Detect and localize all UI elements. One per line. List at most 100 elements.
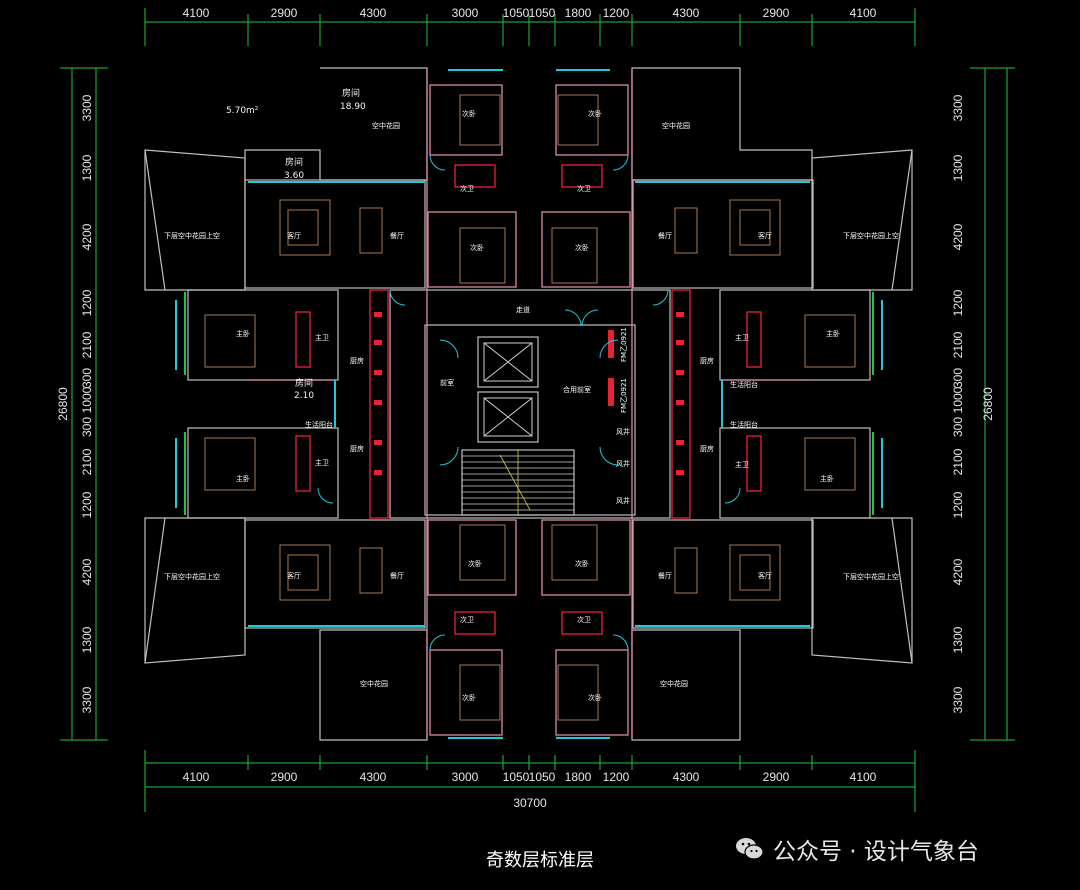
room-labels: 5.70m² 房间 18.90 房间 3.60 房间 2.10 空中花园 空中花… — [164, 87, 899, 702]
dim-left-3: 4200 — [80, 223, 94, 250]
label-master-bed-ml: 主卧 — [236, 329, 250, 338]
red-fixture-details — [374, 312, 684, 475]
label-master-bed-bl: 主卧 — [236, 474, 250, 483]
green-window-marks — [184, 292, 874, 515]
label-front-room: 前室 — [440, 378, 454, 387]
label-laundry-l: 生活阳台 — [305, 420, 333, 429]
dim-top-1: 4100 — [183, 6, 210, 20]
label-master-bath-bl: 主卫 — [315, 458, 329, 467]
watermark-text: 公众号 · 设计气象台 — [773, 839, 979, 865]
dim-left-1: 3300 — [80, 94, 94, 121]
room-c-name: 房间 — [295, 377, 313, 389]
dim-right-11: 4200 — [951, 558, 965, 585]
dim-bottom-10: 2900 — [763, 770, 790, 784]
dim-right-13: 3300 — [951, 686, 965, 713]
dim-top-4: 3000 — [452, 6, 479, 20]
dim-right-8: 300 — [951, 417, 965, 437]
elevator-marks — [483, 342, 533, 437]
label-living-br: 客厅 — [758, 571, 772, 580]
dim-left-2: 1300 — [80, 154, 94, 181]
label-void-bl: 下层空中花园上空 — [164, 572, 220, 581]
label-shaft-3: 风井 — [616, 496, 630, 505]
dim-left-11: 4200 — [80, 558, 94, 585]
dim-text-top: 4100 2900 4300 3000 1050 1050 1800 1200 … — [183, 6, 877, 20]
area-label-top-left: 5.70m² — [226, 106, 259, 116]
dim-right-9: 2100 — [951, 448, 965, 475]
room-c-area: 2.10 — [294, 391, 314, 401]
label-sky-garden-br: 空中花园 — [660, 679, 688, 688]
dim-bottom-3: 4300 — [360, 770, 387, 784]
label-door-fm-2: FM乙0921 — [620, 378, 628, 413]
dim-left-12: 1300 — [80, 626, 94, 653]
dim-top-3: 4300 — [360, 6, 387, 20]
label-master-bed-br: 主卧 — [820, 474, 834, 483]
label-dining-tr: 餐厅 — [658, 231, 672, 240]
drawing-caption: 奇数层标准层 — [486, 850, 594, 871]
dim-top-11: 4100 — [850, 6, 877, 20]
label-shaft-1: 风井 — [616, 427, 630, 436]
dim-left-6: 300 — [80, 368, 94, 388]
dim-right-4: 1200 — [951, 289, 965, 316]
label-second-bath-bl: 次卫 — [460, 615, 474, 624]
label-corridor: 走道 — [516, 305, 530, 314]
label-sky-garden-bl: 空中花园 — [360, 679, 388, 688]
label-void-tl: 下层空中花园上空 — [164, 231, 220, 240]
dim-bottom-1: 4100 — [183, 770, 210, 784]
room-a-name: 房间 — [342, 87, 360, 99]
label-shared-front: 合用前室 — [563, 385, 591, 394]
red-fixtures — [295, 164, 762, 635]
dim-left-13: 3300 — [80, 686, 94, 713]
dim-top-8: 1200 — [603, 6, 630, 20]
label-second-bed-bl2: 次卧 — [462, 693, 476, 702]
door-swings — [317, 154, 741, 651]
room-b-name: 房间 — [285, 156, 303, 168]
staircase — [462, 450, 574, 515]
dim-bottom-8: 1200 — [603, 770, 630, 784]
dim-bottom-7: 1800 — [565, 770, 592, 784]
dim-bottom-5: 1050 — [503, 770, 530, 784]
dim-left-8: 300 — [80, 417, 94, 437]
label-living-bl: 客厅 — [287, 571, 301, 580]
wechat-icon — [736, 838, 764, 860]
dim-top-6: 1050 — [529, 6, 556, 20]
label-master-bath-mr: 主卫 — [735, 333, 749, 342]
label-master-bath-br: 主卫 — [735, 460, 749, 469]
dim-top-2: 2900 — [271, 6, 298, 20]
dim-text-right: 3300 1300 4200 1200 2100 300 1000 300 21… — [951, 94, 995, 713]
room-a-area: 18.90 — [340, 102, 366, 112]
dim-bottom-11: 4100 — [850, 770, 877, 784]
dim-text-left: 3300 1300 4200 1200 2100 300 1000 300 21… — [56, 94, 94, 713]
label-void-br: 下层空中花园上空 — [843, 572, 899, 581]
label-second-bath-tr: 次卫 — [577, 184, 591, 193]
label-second-bed-ml: 次卧 — [470, 243, 484, 252]
label-laundry-r2: 生活阳台 — [730, 420, 758, 429]
dim-right-2: 1300 — [951, 154, 965, 181]
dim-left-4: 1200 — [80, 289, 94, 316]
label-kitchen-ml: 厨房 — [350, 356, 364, 365]
dimension-lines — [60, 8, 1015, 812]
dimension-ticks — [247, 14, 813, 770]
label-door-fm-1: FM乙0921 — [620, 327, 628, 362]
label-kitchen-br: 厨房 — [700, 444, 714, 453]
label-master-bath-ml: 主卫 — [315, 333, 329, 342]
dim-left-10: 1200 — [80, 491, 94, 518]
dim-bottom-total: 30700 — [513, 796, 547, 810]
room-b-area: 3.60 — [284, 171, 304, 181]
label-second-bath-tl: 次卫 — [460, 184, 474, 193]
dim-top-10: 2900 — [763, 6, 790, 20]
label-laundry-r1: 生活阳台 — [730, 380, 758, 389]
dim-top-7: 1800 — [565, 6, 592, 20]
dim-bottom-9: 4300 — [673, 770, 700, 784]
label-kitchen-mr: 厨房 — [700, 356, 714, 365]
label-living-tr: 客厅 — [758, 231, 772, 240]
dim-bottom-4: 3000 — [452, 770, 479, 784]
furniture — [204, 94, 856, 721]
dim-right-total: 26800 — [981, 387, 995, 421]
dim-right-7: 1000 — [951, 386, 965, 413]
dim-bottom-6: 1050 — [529, 770, 556, 784]
dim-right-6: 300 — [951, 368, 965, 388]
dim-top-9: 4300 — [673, 6, 700, 20]
label-shaft-2: 风井 — [616, 459, 630, 468]
